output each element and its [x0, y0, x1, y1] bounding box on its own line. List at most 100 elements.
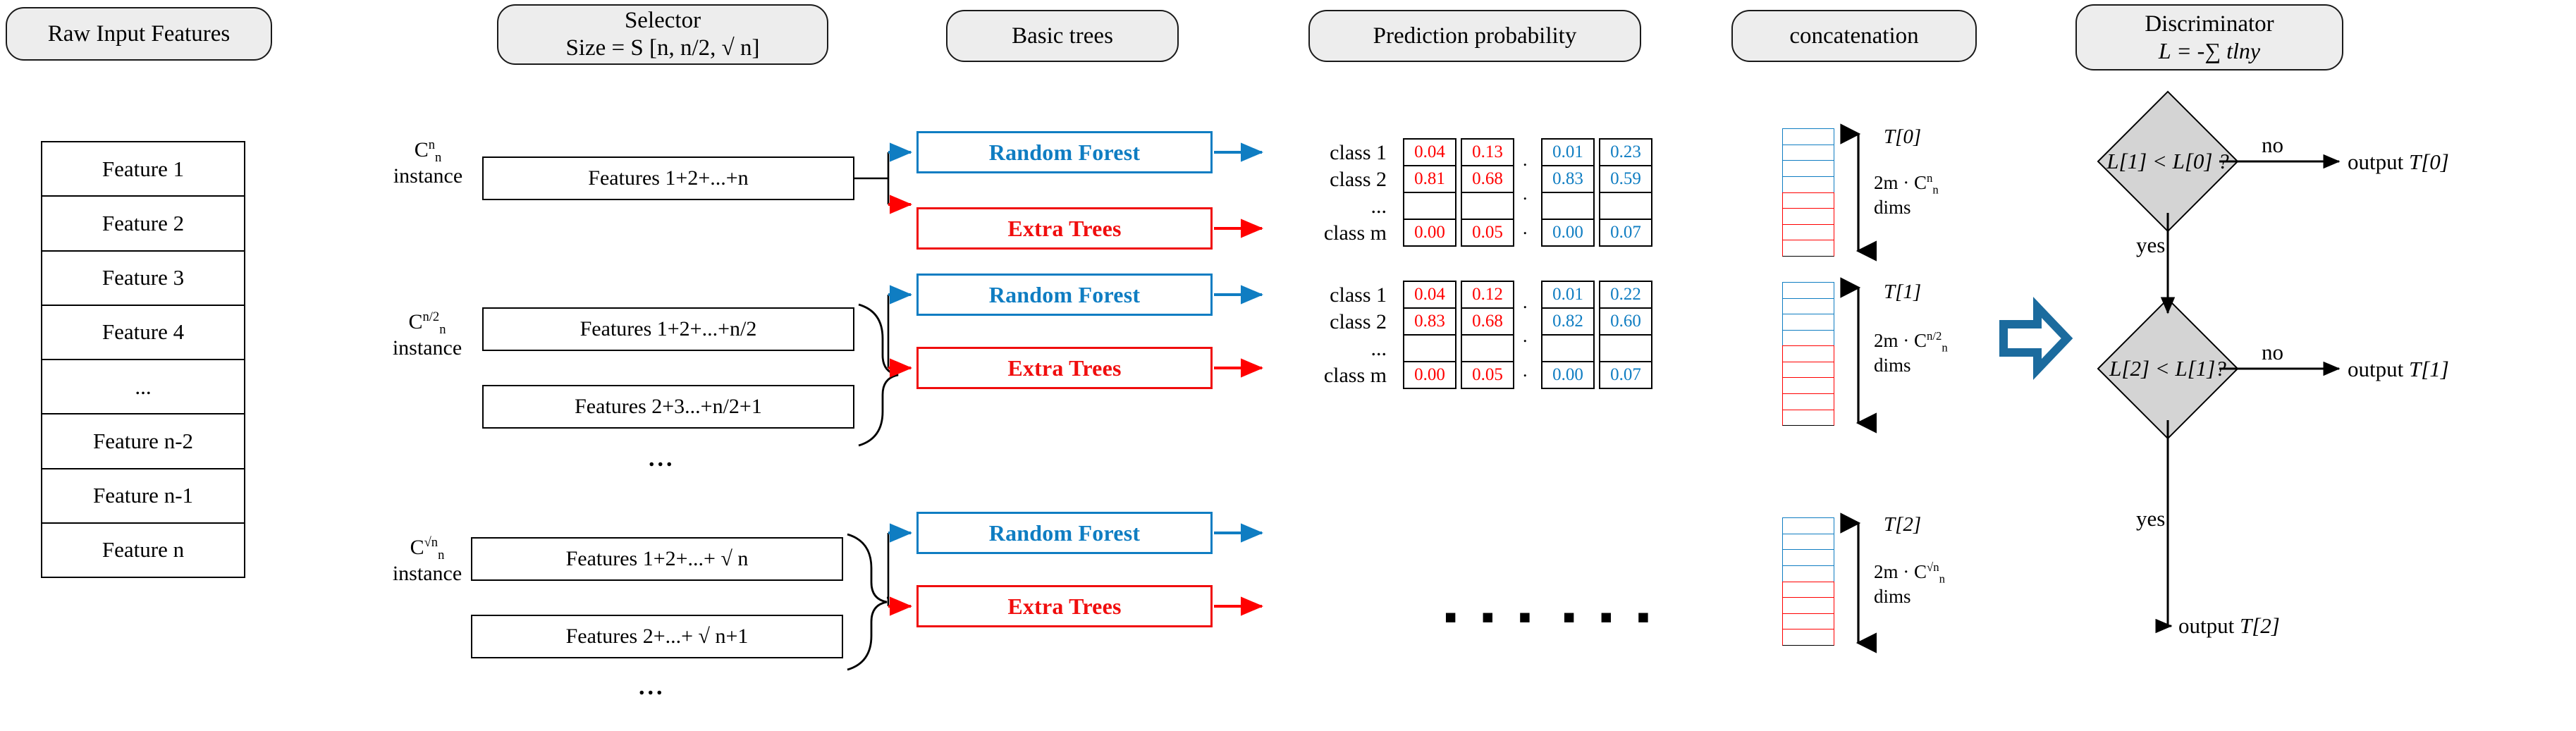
- prob-cell: 0.05: [1472, 223, 1503, 242]
- concat-segment-blue: [1782, 128, 1834, 145]
- instance-sup-row2: n/2: [422, 309, 440, 324]
- feature-row: Feature 3: [42, 252, 244, 306]
- brace-row3: [847, 533, 888, 671]
- feature-row: Feature 1: [42, 142, 244, 197]
- model-random-forest-row1-label: Random Forest: [988, 139, 1141, 165]
- discriminator-loss-formula: L = -∑ tlny: [2158, 37, 2261, 63]
- header-prediction-probability: Prediction probability: [1308, 10, 1641, 62]
- no-label-1-text: no: [2262, 133, 2283, 157]
- prob-cell: 0.00: [1552, 365, 1583, 384]
- prediction-ellipsis-right-text: ▪ ▪ ▪: [1562, 596, 1657, 638]
- model-random-forest-row2[interactable]: Random Forest: [916, 274, 1213, 316]
- prediction-ellipsis-left: ▪ ▪ ▪: [1444, 598, 1538, 636]
- prob-cell: 0.82: [1542, 309, 1593, 336]
- instance-label-row1: Cnn instance: [361, 138, 495, 187]
- decision-diamond-2-text: L[2] < L[1]?: [2083, 352, 2252, 385]
- concat-segment-blue: [1782, 282, 1834, 298]
- feature-row: Feature 2: [42, 197, 244, 252]
- dims-row1-sup: n: [1927, 171, 1933, 185]
- prob-cell: 0.00: [1414, 365, 1445, 384]
- no-label-1: no: [2262, 133, 2283, 158]
- concat-segment-blue: [1782, 314, 1834, 330]
- concat-stack-row2: [1782, 282, 1834, 426]
- dims-row3-sup: √n: [1927, 560, 1939, 574]
- dims-label-row2: 2m · Cn/2n dims: [1874, 329, 1948, 376]
- concat-segment-red: [1782, 613, 1834, 629]
- class-label: class m: [1323, 221, 1387, 245]
- concat-segment-red: [1782, 377, 1834, 393]
- dims-row1-sub: n: [1932, 183, 1939, 197]
- prob-column-row1-3: 0.23 0.59 0.07: [1599, 138, 1652, 247]
- prediction-ellipsis-right: ▪ ▪ ▪: [1562, 598, 1657, 636]
- decision-1-label: L[1] < L[0] ?: [2106, 149, 2229, 173]
- dims-row3-unit: dims: [1874, 586, 1911, 608]
- decision-2-label: L[2] < L[1]?: [2109, 356, 2226, 381]
- prob-dots-row2: ...: [1523, 291, 1528, 381]
- selector-box-row2-1[interactable]: Features 2+3...+n/2+1: [482, 385, 854, 429]
- output-label-1: output T[1]: [2348, 357, 2449, 381]
- instance-c-row1: C: [414, 138, 429, 161]
- model-random-forest-row1[interactable]: Random Forest: [916, 131, 1213, 173]
- prob-cell: 0.81: [1404, 166, 1455, 193]
- selector-ellipsis-row2-text: ...: [649, 446, 675, 472]
- concat-segment-blue: [1782, 549, 1834, 565]
- selector-box-row1-0[interactable]: Features 1+2+...+n: [482, 156, 854, 200]
- selector-size-label: Size = S [n, n/2, √ n]: [565, 35, 760, 61]
- class-label-ellipsis: ...: [1370, 337, 1387, 360]
- header-raw-input-features: Raw Input Features: [6, 7, 272, 61]
- raw-feature-table: Feature 1 Feature 2 Feature 3 Feature 4 …: [41, 141, 245, 578]
- feature-row: Feature n-1: [42, 469, 244, 524]
- selector-box-row2-0[interactable]: Features 1+2+...+n/2: [482, 307, 854, 351]
- prob-column-row2-2: 0.01 0.82 0.00: [1541, 281, 1595, 389]
- prob-cell: 0.59: [1600, 166, 1651, 193]
- concat-segment-red: [1782, 361, 1834, 378]
- yes-label-2-text: yes: [2136, 506, 2166, 531]
- t-label-row1-text: T[0]: [1884, 125, 1922, 148]
- prob-cell-empty: [1462, 193, 1513, 220]
- concat-segment-blue: [1782, 533, 1834, 550]
- raw-input-label: Raw Input Features: [47, 20, 231, 47]
- model-extra-trees-row1[interactable]: Extra Trees: [916, 207, 1213, 250]
- header-discriminator: Discriminator L = -∑ tlny: [2075, 4, 2343, 70]
- class-labels-row2: class 1 class 2 ... class m: [1267, 282, 1387, 389]
- dims-row1-prefix: 2m · C: [1874, 172, 1927, 193]
- concat-segment-blue: [1782, 329, 1834, 346]
- concat-segment-red: [1782, 192, 1834, 209]
- prob-cell-empty: [1600, 336, 1651, 362]
- output-label-0: output T[0]: [2348, 149, 2449, 174]
- prob-cell: 0.01: [1542, 282, 1593, 309]
- prob-column-row1-1: 0.13 0.68 0.05: [1461, 138, 1514, 247]
- concat-stack-row3: [1782, 517, 1834, 646]
- brace-row2: [858, 303, 899, 447]
- prob-cell: 0.01: [1542, 140, 1593, 166]
- prob-cell: 0.60: [1600, 309, 1651, 336]
- prob-cell-empty: [1404, 193, 1455, 220]
- dims-row1-unit: dims: [1874, 197, 1911, 219]
- concat-segment-blue: [1782, 517, 1834, 534]
- t-label-row2: T[1]: [1884, 281, 1921, 304]
- no-label-2-text: no: [2262, 340, 2283, 364]
- selector-box-row3-0[interactable]: Features 1+2+...+ √ n: [471, 537, 843, 581]
- dims-row3-sub: n: [1939, 572, 1945, 586]
- t-label-row3-text: T[2]: [1884, 513, 1922, 536]
- instance-label-row2: Cn/2n instance: [358, 310, 496, 359]
- concat-segment-blue: [1782, 176, 1834, 192]
- class-label: class 1: [1330, 141, 1387, 164]
- model-extra-trees-row2-label: Extra Trees: [1007, 355, 1122, 381]
- concatenation-label: concatenation: [1789, 23, 1919, 49]
- model-random-forest-row3[interactable]: Random Forest: [916, 512, 1213, 554]
- instance-sub-row2: n: [439, 322, 446, 337]
- model-extra-trees-row2[interactable]: Extra Trees: [916, 347, 1213, 389]
- model-extra-trees-row3[interactable]: Extra Trees: [916, 585, 1213, 627]
- concat-segment-red: [1782, 409, 1834, 426]
- selector-label: Selector: [624, 8, 701, 34]
- discriminator-label: Discriminator: [2145, 11, 2274, 37]
- class-label: class 1: [1330, 283, 1387, 307]
- selector-box-row3-1[interactable]: Features 2+...+ √ n+1: [471, 615, 843, 658]
- dims-row2-sub: n: [1942, 340, 1948, 355]
- prob-cell: 0.83: [1542, 166, 1593, 193]
- prob-cell: 0.05: [1472, 365, 1503, 384]
- prob-cell: 0.12: [1462, 282, 1513, 309]
- dims-label-row1: 2m · Cnn dims: [1874, 171, 1939, 219]
- prob-cell-empty: [1600, 193, 1651, 220]
